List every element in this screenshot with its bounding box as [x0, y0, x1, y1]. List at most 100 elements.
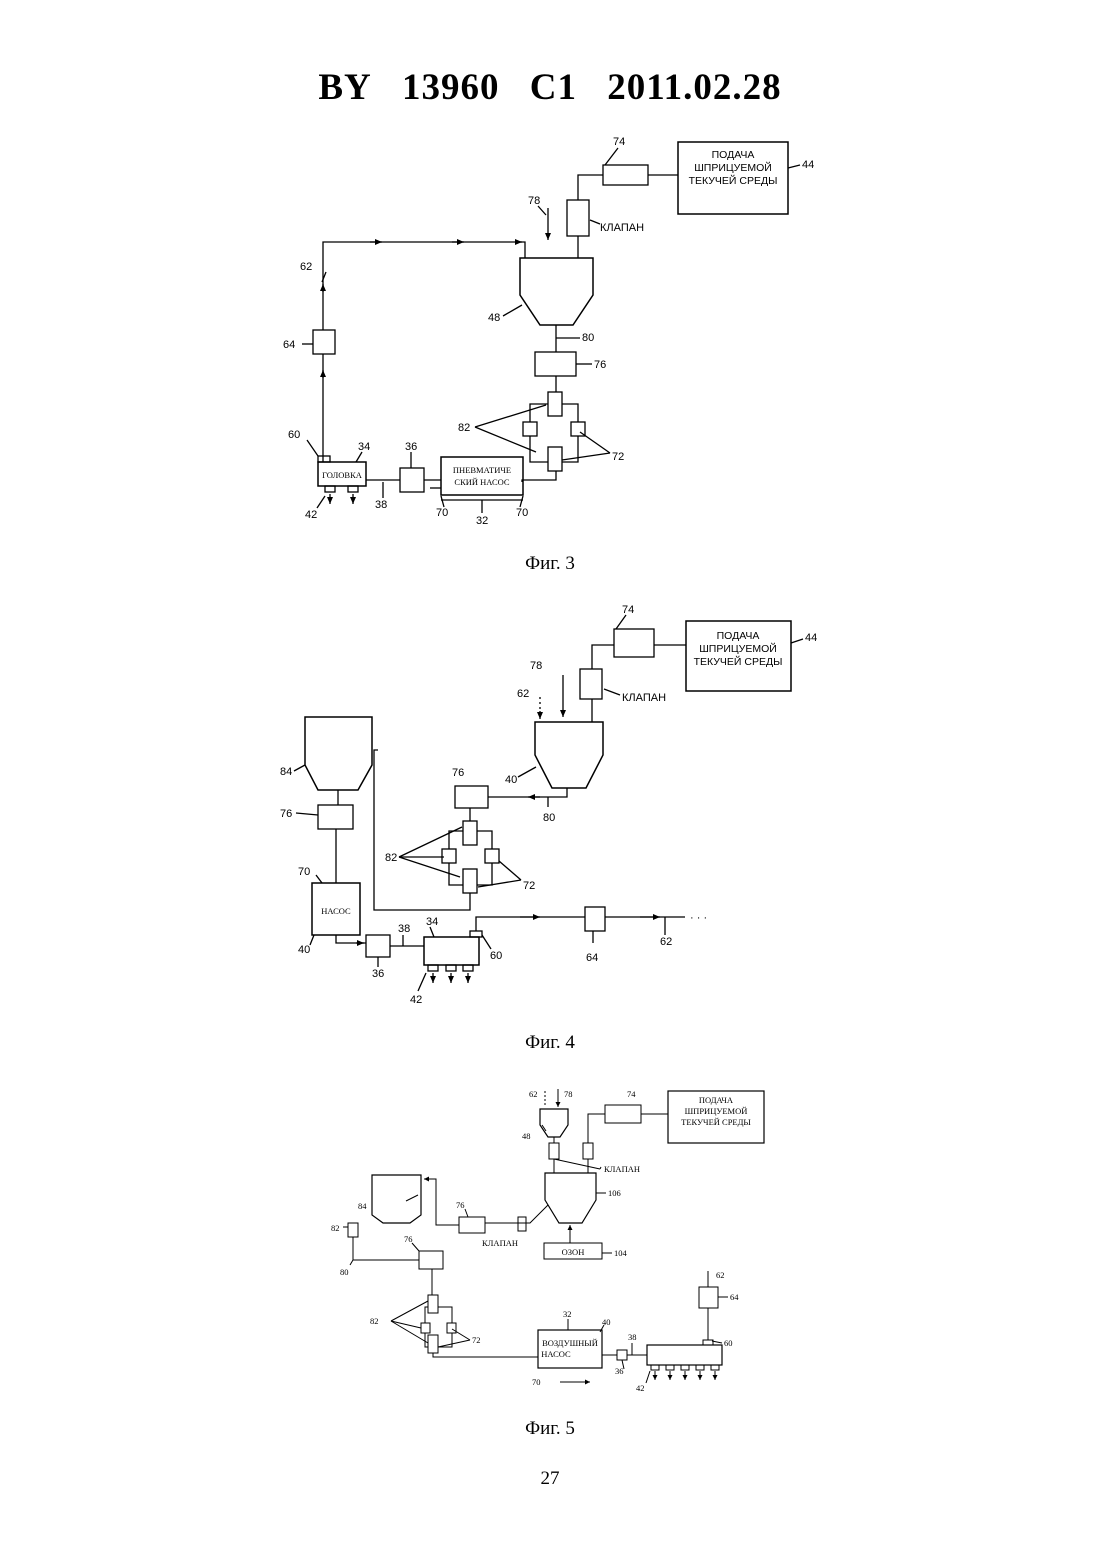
- fig3-hopper-48: [520, 258, 593, 325]
- fig3-filter-bottom: [548, 447, 562, 471]
- fig4-ref-70: 70: [298, 866, 310, 878]
- fig3-valve-box: [567, 200, 589, 236]
- fig4-box-64: [585, 907, 605, 931]
- fig3-ref-44: 44: [802, 159, 814, 171]
- fig5-filter-82: [348, 1223, 358, 1237]
- fig5-valve-label-2: КЛАПАН: [482, 1238, 518, 1248]
- fig4-ref-42: 42: [410, 994, 422, 1006]
- fig4-head-box: [424, 937, 479, 965]
- fig4-ref-62b: 62: [660, 936, 672, 948]
- fig4-supply-line3: ТЕКУЧЕЙ СРЕДЫ: [694, 655, 783, 668]
- fig4-ref-40b: 40: [298, 944, 310, 956]
- fig4-ref-80: 80: [543, 812, 555, 824]
- fig4-filter-top: [463, 821, 477, 845]
- fig4-ref-34: 34: [426, 916, 438, 928]
- fig4-ref-72: 72: [523, 880, 535, 892]
- fig5-filter-right: [447, 1323, 456, 1333]
- fig3-supply-line2: ШПРИЦУЕМОЙ: [694, 161, 772, 174]
- fig4-ref-62a: 62: [517, 688, 529, 700]
- fig3-ref-32: 32: [476, 515, 488, 527]
- fig3-ref-62: 62: [300, 261, 312, 273]
- fig5-ref-84: 84: [358, 1201, 367, 1211]
- fig5-filter-top: [428, 1295, 438, 1313]
- fig3-supply-line1: ПОДАЧА: [712, 149, 755, 161]
- fig5-hopper-48: [540, 1109, 568, 1137]
- fig4-hopper-40: [535, 722, 603, 788]
- fig5-box-36: [617, 1350, 627, 1360]
- fig3-ref-70a: 70: [436, 507, 448, 519]
- fig3-ref-64: 64: [283, 339, 295, 351]
- figure-3-diagram: ПОДАЧА ШПРИЦУЕМОЙ ТЕКУЧЕЙ СРЕДЫ КЛАПАН Г…: [0, 120, 1100, 540]
- fig3-ref-72: 72: [612, 451, 624, 463]
- fig4-ref-38: 38: [398, 923, 410, 935]
- fig4-box-76-lower: [318, 805, 353, 829]
- figure-4-caption: Фиг. 4: [0, 1032, 1100, 1054]
- fig4-ref-36: 36: [372, 968, 384, 980]
- fig5-ref-32: 32: [563, 1309, 572, 1319]
- fig4-ref-64: 64: [586, 952, 598, 964]
- header-country: BY: [318, 66, 371, 109]
- fig5-supply-line3: ТЕКУЧЕЙ СРЕДЫ: [681, 1117, 751, 1127]
- fig3-filter-left: [523, 422, 537, 436]
- fig3-ref-74: 74: [613, 136, 625, 148]
- fig3-ref-42: 42: [305, 509, 317, 521]
- fig5-box-64: [699, 1287, 718, 1308]
- fig5-ref-76b: 76: [404, 1234, 413, 1244]
- fig5-valve-box-1: [549, 1143, 559, 1159]
- fig5-ref-74: 74: [627, 1089, 636, 1099]
- header-kind: C1: [530, 66, 577, 109]
- fig3-pneumatic-pump: [441, 457, 523, 495]
- fig3-ref-78: 78: [528, 195, 540, 207]
- fig3-ref-48: 48: [488, 312, 500, 324]
- fig4-supply-line1: ПОДАЧА: [717, 630, 760, 642]
- fig3-valve-label: КЛАПАН: [600, 222, 644, 234]
- header-date: 2011.02.28: [607, 66, 781, 109]
- fig3-ref-76: 76: [594, 359, 606, 371]
- fig5-ref-60: 60: [724, 1338, 733, 1348]
- fig5-ref-42: 42: [636, 1383, 645, 1393]
- fig4-valve-box: [580, 669, 602, 699]
- fig3-ref-60: 60: [288, 429, 300, 441]
- fig4-ref-76a: 76: [452, 767, 464, 779]
- fig5-supply-line2: ШПРИЦУЕМОЙ: [685, 1106, 748, 1116]
- fig5-valve-label-1: КЛАПАН: [604, 1164, 640, 1174]
- fig4-supply-line2: ШПРИЦУЕМОЙ: [699, 642, 777, 655]
- fig4-ref-76b: 76: [280, 808, 292, 820]
- fig3-ref-34: 34: [358, 441, 370, 453]
- fig5-ref-82b: 82: [370, 1316, 379, 1326]
- fig5-box-74: [605, 1105, 641, 1123]
- fig5-ozone-label: ОЗОН: [562, 1247, 585, 1257]
- fig5-ref-78: 78: [564, 1089, 573, 1099]
- fig4-box-76-upper: [455, 786, 488, 808]
- fig5-head-box: [647, 1345, 722, 1365]
- fig3-box-36: [400, 468, 424, 492]
- fig5-ref-62b: 62: [716, 1270, 725, 1280]
- fig5-filter-left: [421, 1323, 430, 1333]
- fig5-ref-70: 70: [532, 1377, 541, 1387]
- figure-5-diagram: ПОДАЧА ШПРИЦУЕМОЙ ТЕКУЧЕЙ СРЕДЫ КЛАПАН К…: [0, 1075, 1100, 1415]
- fig5-supply-line1: ПОДАЧА: [699, 1095, 734, 1105]
- fig4-box-36: [366, 935, 390, 957]
- figure-5-caption: Фиг. 5: [0, 1418, 1100, 1440]
- fig4-valve-label: КЛАПАН: [622, 692, 666, 704]
- fig5-ref-36: 36: [615, 1366, 624, 1376]
- fig5-ref-104: 104: [614, 1248, 628, 1258]
- fig3-pump-line2: СКИЙ НАСОС: [454, 477, 510, 487]
- fig5-pump-line1: ВОЗДУШНЫЙ: [542, 1338, 598, 1348]
- fig5-ref-64: 64: [730, 1292, 739, 1302]
- fig5-ref-38: 38: [628, 1332, 637, 1342]
- fig4-filter-right: [485, 849, 499, 863]
- fig5-valve-box-3: [518, 1217, 526, 1231]
- figure-4-diagram: ПОДАЧА ШПРИЦУЕМОЙ ТЕКУЧЕЙ СРЕДЫ КЛАПАН Н…: [0, 595, 1100, 1015]
- fig5-box-76-lower: [419, 1251, 443, 1269]
- fig4-filter-left: [442, 849, 456, 863]
- fig5-pump-line2: НАСОС: [541, 1349, 571, 1359]
- figure-3-caption: Фиг. 3: [0, 553, 1100, 575]
- fig5-ref-82a: 82: [331, 1223, 340, 1233]
- fig5-hopper-106: [545, 1173, 596, 1223]
- patent-header: BY 13960 C1 2011.02.28: [0, 66, 1100, 109]
- fig4-ref-40a: 40: [505, 774, 517, 786]
- fig5-valve-box-2: [583, 1143, 593, 1159]
- fig4-ref-78: 78: [530, 660, 542, 672]
- fig5-ref-62a: 62: [529, 1089, 538, 1099]
